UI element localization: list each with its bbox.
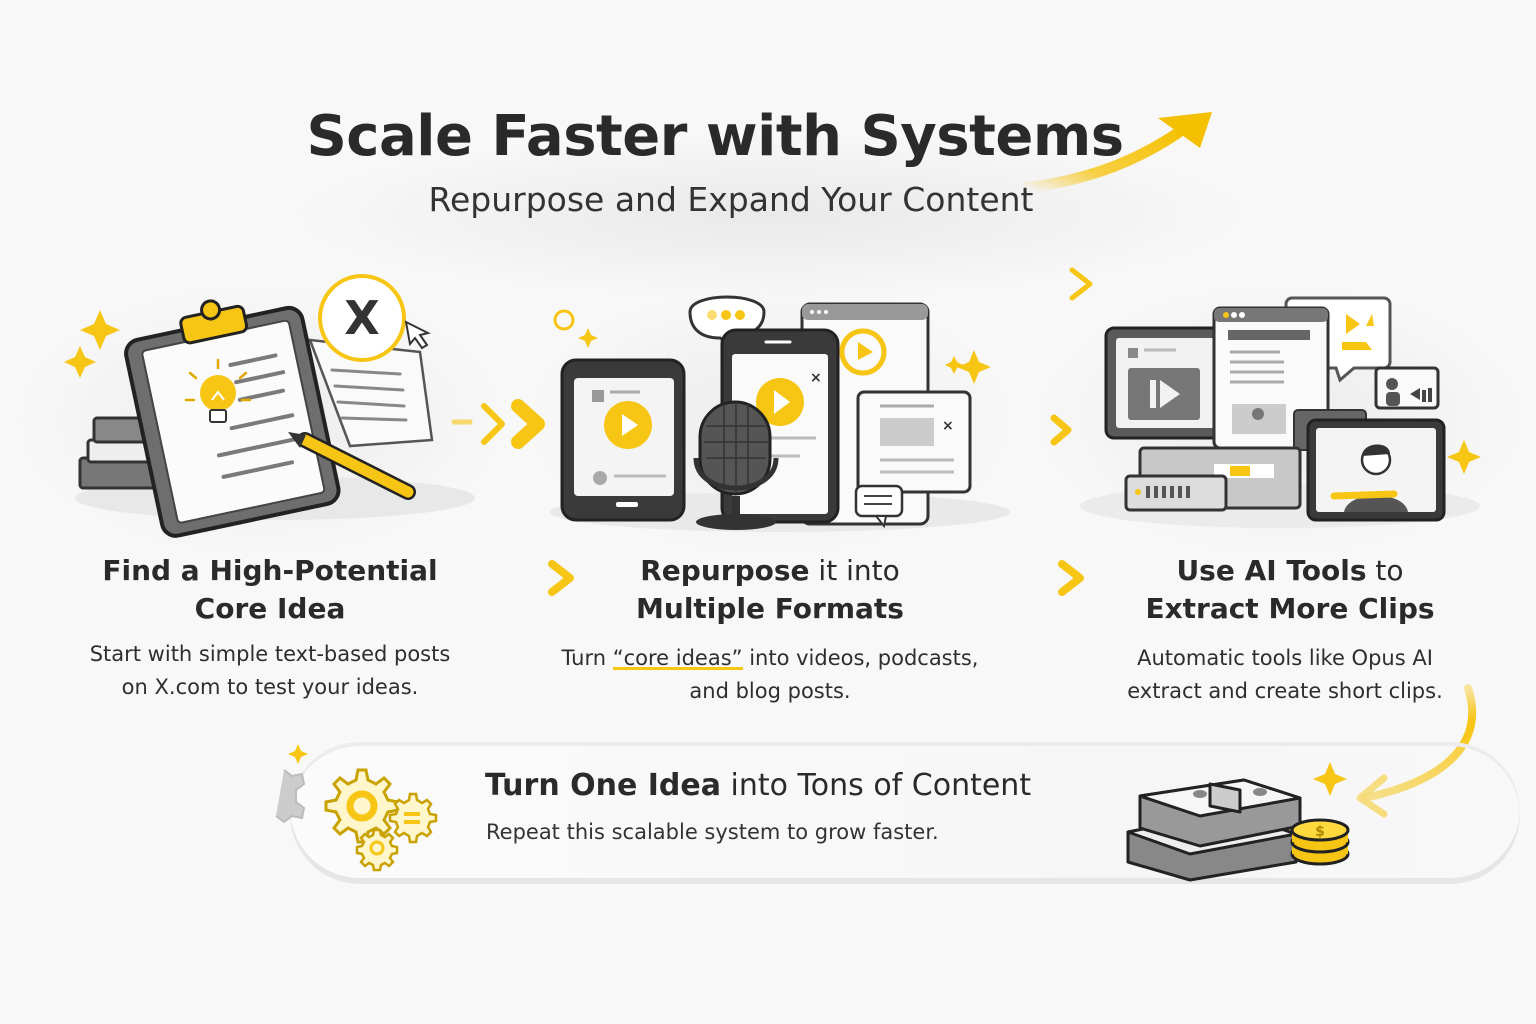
tablet-person-icon: [1306, 418, 1446, 522]
monitor-icon: ×: [856, 390, 972, 494]
devices-illustration: × ×: [550, 295, 1010, 532]
microphone-icon: [693, 400, 779, 530]
browser-window-icon: [1212, 306, 1330, 450]
right-arrow-icon: [445, 560, 574, 596]
coin-stack-icon: [1290, 818, 1350, 866]
cursor-icon: [404, 320, 431, 350]
video-thumbnail-icon: [1374, 366, 1440, 410]
step-2-title: Repurpose it into Multiple Formats: [636, 554, 904, 625]
media-server-icon: [1124, 446, 1302, 512]
sparkle-icon: [1313, 762, 1347, 796]
svg-text:×: ×: [942, 418, 954, 434]
sparkle-icon: [945, 356, 963, 374]
sparkle-icon: [288, 744, 308, 764]
top-flow-arrow-icon: [410, 267, 1093, 301]
right-arrow-icon: [955, 560, 1084, 596]
step-1-description: Start with simple text-based posts on X.…: [89, 642, 451, 699]
sparkle-icon: [957, 350, 991, 384]
gears-icon: [288, 744, 438, 872]
chevron-arrows-icon: [451, 399, 545, 449]
lightbulb-icon: [184, 358, 252, 423]
ai-tools-illustration: [1080, 296, 1481, 528]
banner-description: Repeat this scalable system to grow fast…: [486, 820, 939, 844]
gear-icon: [275, 769, 306, 824]
sparkle-icon: [1447, 440, 1481, 474]
sparkle-icon: [80, 310, 120, 350]
pencil-icon: [288, 432, 416, 500]
right-arrow-icon: [1000, 414, 1072, 446]
step-1-title: Find a High-Potential Core Idea: [102, 554, 438, 625]
money-stack-icon: $: [1126, 762, 1350, 882]
svg-text:×: ×: [810, 370, 822, 386]
sparkle-icon: [578, 328, 598, 348]
page-subtitle: Repurpose and Expand Your Content: [428, 180, 1034, 219]
comment-icon: [854, 484, 904, 529]
x-logo-icon: X: [318, 274, 431, 362]
clipboard-illustration: X: [64, 274, 475, 538]
highlighted-phrase: “core ideas”: [612, 646, 743, 670]
banner-title: Turn One Idea into Tons of Content: [485, 768, 1032, 803]
page-title: Scale Faster with Systems: [306, 104, 1124, 169]
step-3-description: Automatic tools like Opus AI extract and…: [1127, 646, 1443, 703]
svg-text:X: X: [344, 291, 379, 345]
svg-text:$: $: [1315, 824, 1325, 840]
monitor-icon: [1104, 326, 1228, 440]
phone-icon: [560, 358, 686, 522]
sparkle-icon: [64, 346, 96, 378]
step-2-description: Turn “core ideas” into videos, podcasts,…: [561, 646, 979, 703]
clipboard-icon: [124, 299, 341, 538]
step-3-title: Use AI Tools to Extract More Clips: [1145, 554, 1435, 625]
